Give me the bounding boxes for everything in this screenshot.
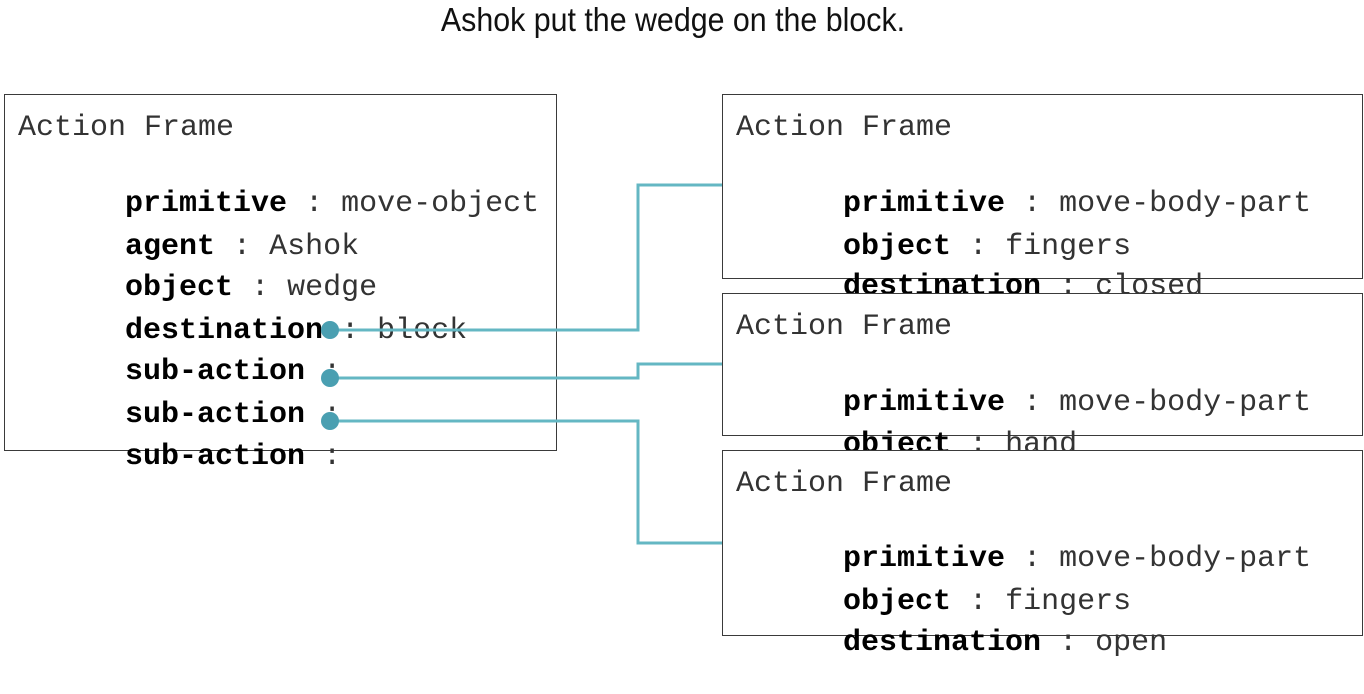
slot-value: block	[377, 314, 468, 348]
frame-header: Action Frame	[736, 111, 953, 145]
slot-value: move-body-part	[1059, 187, 1312, 221]
slot-separator: :	[969, 585, 988, 619]
slot-value: fingers	[1005, 230, 1132, 264]
slot-primitive: primitive : move-body-part	[771, 153, 1311, 255]
slot-key: sub-action	[125, 398, 306, 432]
sub-action-frame-2: Action Frame primitive : move-body-part …	[722, 293, 1363, 462]
slot-value: fingers	[1005, 585, 1132, 619]
slot-separator: :	[251, 271, 270, 305]
slot-key: object	[125, 271, 234, 305]
slot-sub-action-2: sub-action :	[53, 364, 341, 466]
slot-separator: :	[1059, 626, 1078, 660]
slot-value: move-body-part	[1059, 386, 1312, 420]
diagram-title: Ashok put the wedge on the block.	[440, 1, 906, 38]
slot-key: sub-action	[125, 440, 306, 474]
slot-separator: :	[305, 187, 324, 221]
slot-primitive: primitive : move-body-part	[771, 508, 1311, 610]
slot-separator: :	[1023, 386, 1042, 420]
slot-agent: agent : Ashok	[53, 196, 359, 298]
slot-separator: :	[969, 230, 988, 264]
slot-key: object	[843, 230, 952, 264]
slot-object: object : fingers	[771, 551, 1131, 653]
frame-header: Action Frame	[736, 310, 953, 344]
slot-object: object : fingers	[771, 196, 1131, 298]
slot-key: destination	[843, 626, 1042, 660]
slot-destination: destination : open	[771, 592, 1167, 694]
slot-key: primitive	[843, 542, 1006, 576]
slot-separator: :	[323, 440, 342, 474]
slot-value: move-object	[341, 187, 540, 221]
slot-key: agent	[125, 230, 216, 264]
slot-key: primitive	[843, 187, 1006, 221]
slot-value: move-body-part	[1059, 542, 1312, 576]
slot-separator: :	[1023, 542, 1042, 576]
frame-header: Action Frame	[736, 467, 953, 501]
sub-action-frame-3: Action Frame primitive : move-body-part …	[722, 450, 1363, 660]
slot-primitive: primitive : move-body-part	[771, 352, 1311, 454]
slot-key: primitive	[125, 187, 288, 221]
slot-sub-action-3: sub-action :	[53, 406, 341, 508]
slot-key: destination	[125, 314, 324, 348]
slot-key: sub-action	[125, 355, 306, 389]
sub-action-frame-1: Action Frame primitive : move-body-part …	[722, 94, 1363, 304]
frame-header: Action Frame	[18, 111, 235, 145]
slot-separator: :	[1023, 187, 1042, 221]
slot-separator: :	[233, 230, 252, 264]
slot-key: primitive	[843, 386, 1006, 420]
main-action-frame: Action Frame primitive : move-object age…	[4, 94, 557, 474]
slot-value: open	[1095, 626, 1168, 660]
slot-key: object	[843, 585, 952, 619]
slot-separator: :	[341, 314, 360, 348]
